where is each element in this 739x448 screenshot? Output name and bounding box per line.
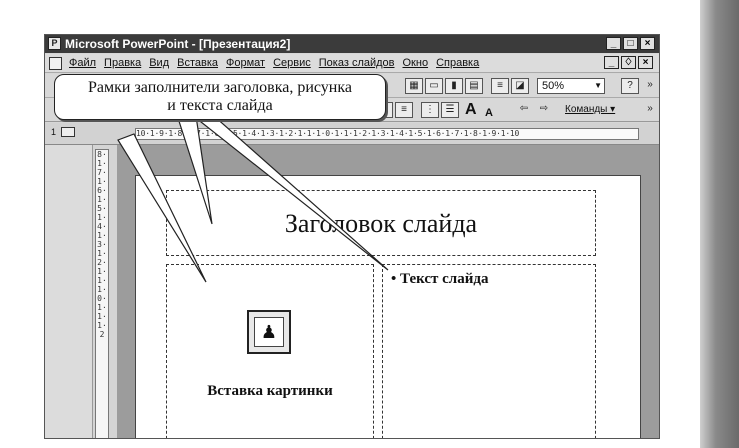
numbering-icon[interactable]: ⋮	[421, 102, 439, 118]
menu-slideshow[interactable]: Показ слайдов	[318, 57, 395, 69]
insert-clipart-button[interactable]: ♟	[247, 310, 291, 354]
text-placeholder-label: Текст слайда	[400, 271, 489, 287]
clipart-icon: ♟	[254, 317, 284, 347]
window-controls: _ □ ×	[606, 37, 655, 50]
text-placeholder[interactable]: • Текст слайда	[382, 264, 596, 438]
workspace: 8·1·7·1·6·1·5·1·4·1·3·1·2·1·1·1·0·1·1·1·…	[45, 145, 659, 438]
demote-icon[interactable]: ⇨	[539, 103, 549, 114]
minimize-button[interactable]: _	[606, 37, 621, 50]
horizontal-ruler[interactable]: 10·1·9·1·8·1·7·1·6·1·5·1·4·1·3·1·2·1·1·1…	[135, 128, 639, 140]
help-icon[interactable]: ?	[621, 78, 639, 94]
menu-tools[interactable]: Сервис	[273, 57, 311, 69]
close-button[interactable]: ×	[640, 37, 655, 50]
menu-edit[interactable]: Правка	[104, 57, 142, 69]
increase-font-icon[interactable]: A	[465, 101, 477, 118]
menu-items: Файл Правка Вид Вставка Формат Сервис По…	[69, 54, 479, 73]
menu-format[interactable]: Формат	[226, 57, 266, 69]
title-bar: P Microsoft PowerPoint - [Презентация2] …	[45, 35, 659, 53]
toolbar-options-icon-2[interactable]: »	[647, 103, 653, 114]
doc-restore-button[interactable]: ♢	[621, 56, 636, 69]
menu-window[interactable]: Окно	[402, 57, 429, 69]
zoom-select[interactable]: 50% ▼	[537, 78, 605, 94]
vertical-ruler[interactable]: 8·1·7·1·6·1·5·1·4·1·3·1·2·1·1·1·0·1·1·1·…	[95, 149, 109, 438]
expand-all-icon[interactable]: ≡	[491, 78, 509, 94]
slide-thumbnail-icon[interactable]	[61, 127, 75, 137]
callout-line-1: Рамки заполнители заголовка, рисунка	[88, 79, 352, 96]
menu-insert[interactable]: Вставка	[177, 57, 219, 69]
menu-bar: Файл Правка Вид Вставка Формат Сервис По…	[45, 54, 659, 73]
commands-button[interactable]: Команды ▾	[565, 104, 616, 115]
menu-help[interactable]: Справка	[436, 57, 480, 69]
callout-line-2: и текста слайда	[167, 97, 273, 114]
zoom-value: 50%	[542, 80, 565, 92]
title-placeholder[interactable]: Заголовок слайда	[166, 190, 596, 256]
picture-placeholder-label: Вставка картинки	[207, 383, 333, 399]
callout-box: Рамки заполнители заголовка, рисунка и т…	[54, 74, 386, 120]
grayscale-icon[interactable]: ◪	[511, 78, 529, 94]
bullet-icon: •	[391, 271, 397, 287]
center-icon[interactable]: ≡	[395, 102, 413, 118]
document-icon[interactable]	[49, 57, 62, 70]
tables-borders-icon[interactable]: ▭	[425, 78, 443, 94]
insert-chart-icon[interactable]: ▮	[445, 78, 463, 94]
chevron-down-icon: ▼	[594, 81, 602, 90]
powerpoint-app-icon[interactable]: P	[48, 37, 61, 50]
picture-placeholder[interactable]: ♟ Вставка картинки	[166, 264, 374, 438]
new-slide-icon[interactable]: ▤	[465, 78, 483, 94]
document-controls: _ ♢ ×	[604, 56, 653, 69]
toolbar-options-icon[interactable]: »	[647, 79, 653, 90]
bullets-icon[interactable]: ☰	[441, 102, 459, 118]
menu-view[interactable]: Вид	[149, 57, 170, 69]
text-placeholder-line: • Текст слайда	[391, 271, 488, 288]
ruler-row: 1 10·1·9·1·8·1·7·1·6·1·5·1·4·1·3·1·2·1·1…	[45, 123, 659, 145]
menu-file[interactable]: Файл	[69, 57, 97, 69]
doc-close-button[interactable]: ×	[638, 56, 653, 69]
insert-table-icon[interactable]: ▦	[405, 78, 423, 94]
doc-minimize-button[interactable]: _	[604, 56, 619, 69]
slide-number: 1	[51, 127, 57, 137]
maximize-button[interactable]: □	[623, 37, 638, 50]
slide-canvas[interactable]: Заголовок слайда ♟ Вставка картинки • Те…	[135, 175, 641, 438]
window-title: Microsoft PowerPoint - [Презентация2]	[65, 37, 291, 51]
promote-icon[interactable]: ⇦	[519, 103, 529, 114]
decrease-font-icon[interactable]: A	[485, 107, 493, 119]
outline-pane[interactable]	[45, 145, 93, 438]
page-shadow	[700, 0, 739, 448]
